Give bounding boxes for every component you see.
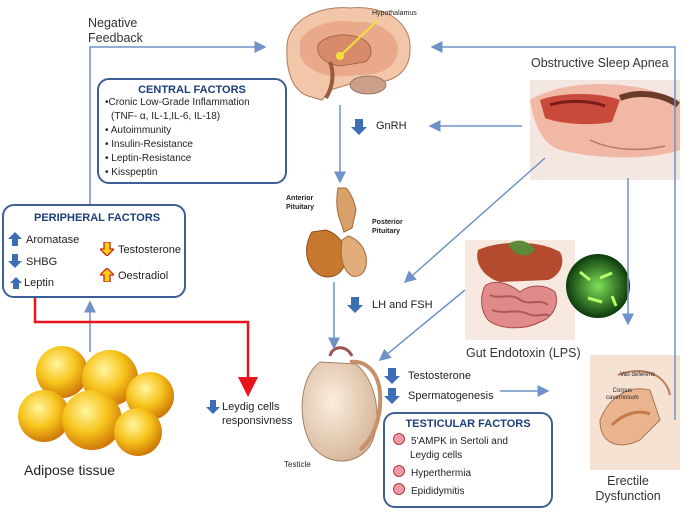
central-item: (TNF- α, IL-1,IL-6, IL-18) <box>111 111 221 122</box>
pituitary-illustration <box>306 187 367 278</box>
down-arrow-icon <box>346 296 364 319</box>
testicle-illustration <box>301 346 383 462</box>
leydig-label: Leydig cells responsivness <box>222 401 293 427</box>
aromatase-label: Aromatase <box>26 234 80 246</box>
shbg-label: SHBG <box>26 256 58 268</box>
spermatogenesis-label: Spermatogenesis <box>408 390 494 402</box>
bullet-dot <box>393 465 405 477</box>
central-factors-box: CENTRAL FACTORS •Cronic Low-Grade Inflam… <box>97 78 287 184</box>
bacteria-detail <box>579 270 618 307</box>
bacteria-icon <box>566 254 630 318</box>
testicular-item: 5'AMPK in Sertoli and <box>393 433 543 449</box>
gut-illustration <box>465 240 575 340</box>
vas-deferens-label: Vas deferens <box>620 372 655 378</box>
central-item: • Insulin-Resistance <box>105 139 193 150</box>
central-item: • Leptin-Resistance <box>105 153 192 164</box>
testosterone-label: Testosterone <box>408 370 471 382</box>
central-item: •Cronic Low-Grade Inflammation <box>105 97 250 108</box>
ed-label: Erectile Dysfunction <box>595 474 661 503</box>
central-item: • Kisspeptin <box>105 167 158 178</box>
peripheral-factors-box: PERIPHERAL FACTORS Aromatase SHBG Leptin… <box>2 204 186 298</box>
testicle-label: Testicle <box>284 460 311 469</box>
down-arrow-icon <box>206 400 220 419</box>
central-factors-title: CENTRAL FACTORS <box>138 84 246 96</box>
sleep-apnea-illustration <box>530 80 680 180</box>
connector-arrows <box>84 41 676 420</box>
leptin-label: Leptin <box>24 277 54 289</box>
oestradiol-label: Oestradiol <box>118 270 169 282</box>
testicular-factors-box: TESTICULAR FACTORS 5'AMPK in Sertoli and… <box>383 412 553 508</box>
up-arrow-icon <box>10 276 22 294</box>
bullet-dot <box>393 433 405 445</box>
penis-illustration <box>590 355 680 470</box>
leptin-red-arrow <box>33 292 258 397</box>
testicular-item: Leydig cells <box>410 450 463 461</box>
hypothalamus-label: Hypothalamus <box>372 10 417 17</box>
testicular-factors-title: TESTICULAR FACTORS <box>405 418 531 430</box>
lh-fsh-label: LH and FSH <box>372 299 433 311</box>
down-arrow-icon <box>384 368 400 389</box>
up-arrow-icon <box>8 232 22 251</box>
up-arrow-icon <box>98 267 116 287</box>
osa-label: Obstructive Sleep Apnea <box>531 56 669 70</box>
adipose-label: Adipose tissue <box>24 462 116 478</box>
brain-illustration <box>286 7 411 101</box>
gut-endotoxin-label: Gut Endotoxin (LPS) <box>466 346 581 360</box>
down-arrow-icon <box>384 388 400 409</box>
gnrh-label: GnRH <box>376 120 407 132</box>
testicular-item: Hyperthermia <box>393 465 543 481</box>
down-arrow-icon <box>98 241 116 261</box>
bullet-dot <box>393 483 405 495</box>
central-item: • Autoimmunity <box>105 125 172 136</box>
down-arrow-icon <box>350 118 368 136</box>
down-arrow-icon <box>8 254 22 273</box>
testicular-item: Epididymitis <box>393 483 543 499</box>
negative-feedback-label: Negative Feedback <box>88 16 143 45</box>
peripheral-factors-title: PERIPHERAL FACTORS <box>34 212 161 224</box>
adipose-illustration <box>18 346 174 456</box>
peripheral-testosterone-label: Testosterone <box>118 244 181 256</box>
